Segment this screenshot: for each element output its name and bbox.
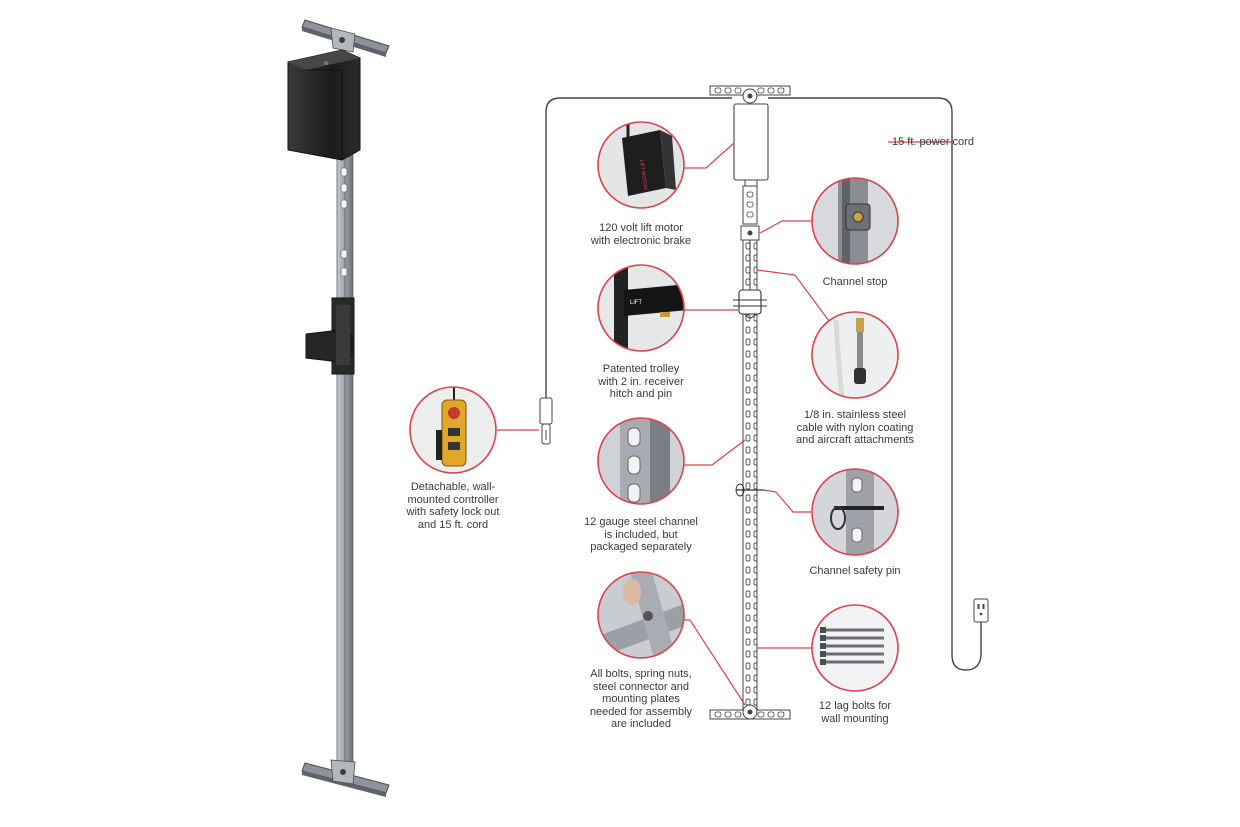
steel-channel-label: 12 gauge steel channel is included, but … <box>584 516 698 553</box>
safety-pin-label: Channel safety pin <box>809 565 901 577</box>
lag-bolts-photo-icon <box>811 604 899 692</box>
motor-photo-icon: LIFT MOTOR <box>597 121 685 209</box>
lag-bolts-label: 12 lag bolts for wall mounting <box>818 700 892 725</box>
cable-label: 1/8 in. stainless steel cable with nylon… <box>795 409 914 446</box>
motor-box <box>287 49 361 161</box>
top-mounting-bracket <box>301 19 390 57</box>
safety-pin-photo-icon <box>811 468 899 556</box>
hardware-label: All bolts, spring nuts, steel connector … <box>589 668 693 730</box>
hardware-photo-icon <box>597 571 685 659</box>
controller-cord <box>545 97 732 398</box>
assembled-lift-illustration <box>287 19 390 797</box>
schematic-motor-box <box>733 103 769 181</box>
power-cord-label: 15 ft. power cord <box>892 136 974 148</box>
cable-photo-icon <box>811 311 899 399</box>
trolley-assembly <box>305 297 355 375</box>
svg-text:LIFT MOTOR: LIFT MOTOR <box>638 159 648 190</box>
schematic-diagram <box>539 85 989 720</box>
controller-label: Detachable, wall- mounted controller wit… <box>406 481 500 531</box>
lift-motor-label: 120 volt lift motor with electronic brak… <box>590 222 692 247</box>
schematic-top-bracket <box>709 85 791 104</box>
schematic-safety-pin <box>735 483 764 497</box>
schematic-trolley <box>733 289 767 319</box>
bottom-mounting-bracket <box>301 759 390 797</box>
trolley-label: Patented trolley with 2 in. receiver hit… <box>598 363 684 400</box>
steel-channel-photo-icon <box>597 417 685 505</box>
channel-stop-photo-icon <box>811 177 899 265</box>
svg-text:LiFT: LiFT <box>630 300 642 306</box>
schematic-bottom-bracket <box>709 704 791 720</box>
channel-slots <box>340 167 348 277</box>
channel-stop-label: Channel stop <box>822 276 888 288</box>
wall-outlet <box>973 598 989 623</box>
trolley-photo-icon: LiFT <box>597 264 685 352</box>
power-cord <box>768 97 982 671</box>
controller-photo-icon <box>409 386 497 474</box>
schematic-controller <box>539 397 553 445</box>
